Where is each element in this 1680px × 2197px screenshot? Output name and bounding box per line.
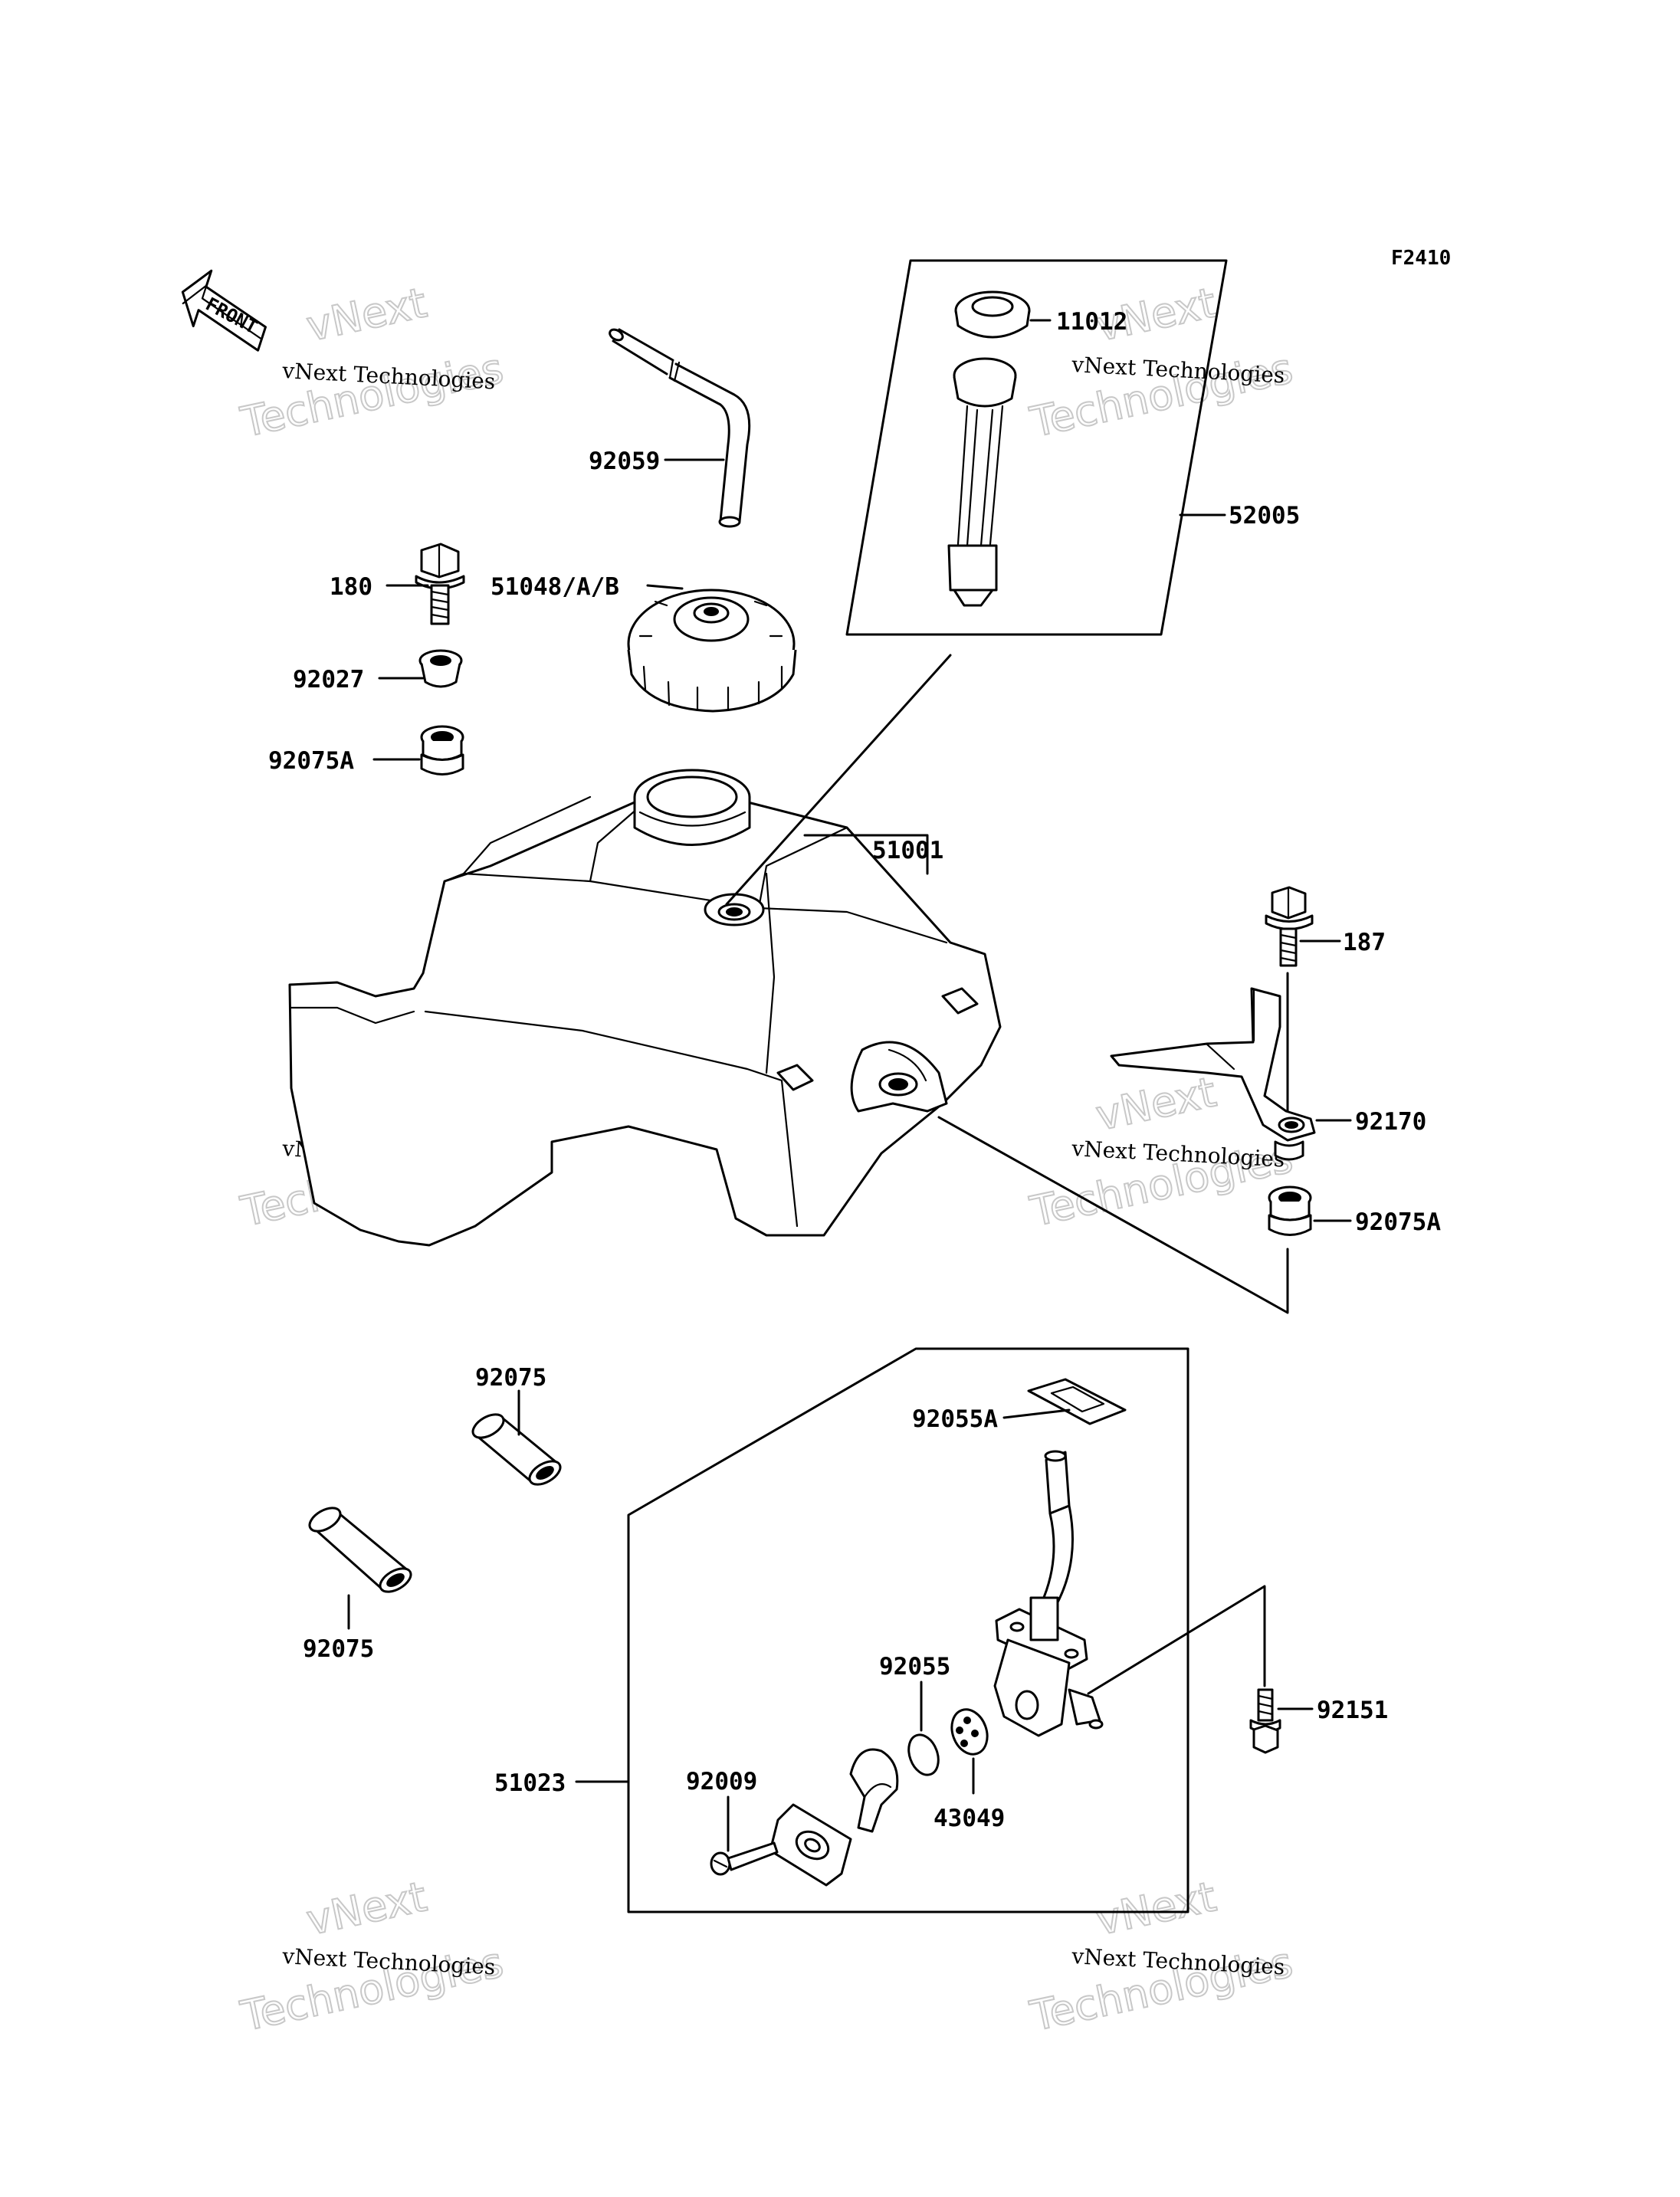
watermark-vnext: vNext xyxy=(303,278,431,350)
part-51023-fuel-cock-assembly: 51023 92055A 92151 92055 xyxy=(494,1347,1388,1913)
label-92055: 92055 xyxy=(879,1653,950,1681)
label-92075a-left: 92075A xyxy=(268,747,354,775)
part-92059-hose: 92059 xyxy=(589,328,751,528)
label-92075-top: 92075 xyxy=(475,1364,546,1392)
watermark-bottom-left: vNext Technologies vNext Technologies xyxy=(236,1871,508,2041)
part-92075-bottom-collar: 92075 xyxy=(303,1507,412,1663)
watermark-bottom-right: vNext Technologies vNext Technologies xyxy=(1025,1871,1298,2041)
label-43049: 43049 xyxy=(934,1805,1005,1832)
label-180: 180 xyxy=(330,573,372,601)
label-11012: 11012 xyxy=(1056,308,1127,336)
part-180-bolt: 180 xyxy=(330,543,465,625)
label-92075a-right: 92075A xyxy=(1355,1208,1441,1236)
part-51048-fuel-cap: 51048/A/B xyxy=(491,573,797,713)
label-92151: 92151 xyxy=(1317,1697,1388,1724)
watermark-technologies: Technologies xyxy=(237,344,507,447)
label-52005: 52005 xyxy=(1229,502,1300,530)
watermark-vnext: vNext xyxy=(1092,1872,1220,1944)
watermark-vnext: vNext xyxy=(303,1872,431,1944)
diagram-code: F2410 xyxy=(1391,247,1451,270)
watermark-top-right: vNext Technologies vNext Technologies xyxy=(1025,277,1298,448)
watermark-vnext: vNext xyxy=(1092,1067,1220,1139)
part-52005-gauge-assembly: 11012 52005 xyxy=(845,259,1300,636)
part-92075-top-collar: 92075 xyxy=(471,1364,562,1486)
label-92170: 92170 xyxy=(1355,1108,1426,1136)
connector-sender-to-tank xyxy=(725,654,952,906)
part-92009-screw: 92009 xyxy=(686,1768,779,1876)
front-arrow-icon: FRONT xyxy=(181,269,267,352)
label-187: 187 xyxy=(1343,929,1386,956)
label-92075-bottom: 92075 xyxy=(303,1635,374,1663)
connector-tank-to-grommet xyxy=(937,1116,1289,1314)
part-92075a-right-grommet: 92075A xyxy=(1268,1185,1441,1236)
part-92170-bracket: 92170 xyxy=(1110,987,1426,1161)
label-92055a: 92055A xyxy=(912,1405,998,1433)
part-92075a-left-grommet: 92075A xyxy=(268,725,464,776)
part-187-bolt: 187 xyxy=(1265,886,1386,967)
part-92151-bolt: 92151 xyxy=(1249,1688,1388,1754)
part-51001-fuel-tank: 51001 xyxy=(288,769,1002,1247)
label-92027: 92027 xyxy=(293,666,364,694)
label-51048: 51048/A/B xyxy=(491,573,619,601)
label-92059: 92059 xyxy=(589,448,660,475)
part-92027-collar: 92027 xyxy=(293,649,463,694)
label-51023: 51023 xyxy=(494,1769,566,1797)
label-92009: 92009 xyxy=(686,1768,757,1795)
watermark-top-left: vNext Technologies vNext Technologies xyxy=(236,277,508,448)
label-51001: 51001 xyxy=(872,837,943,864)
